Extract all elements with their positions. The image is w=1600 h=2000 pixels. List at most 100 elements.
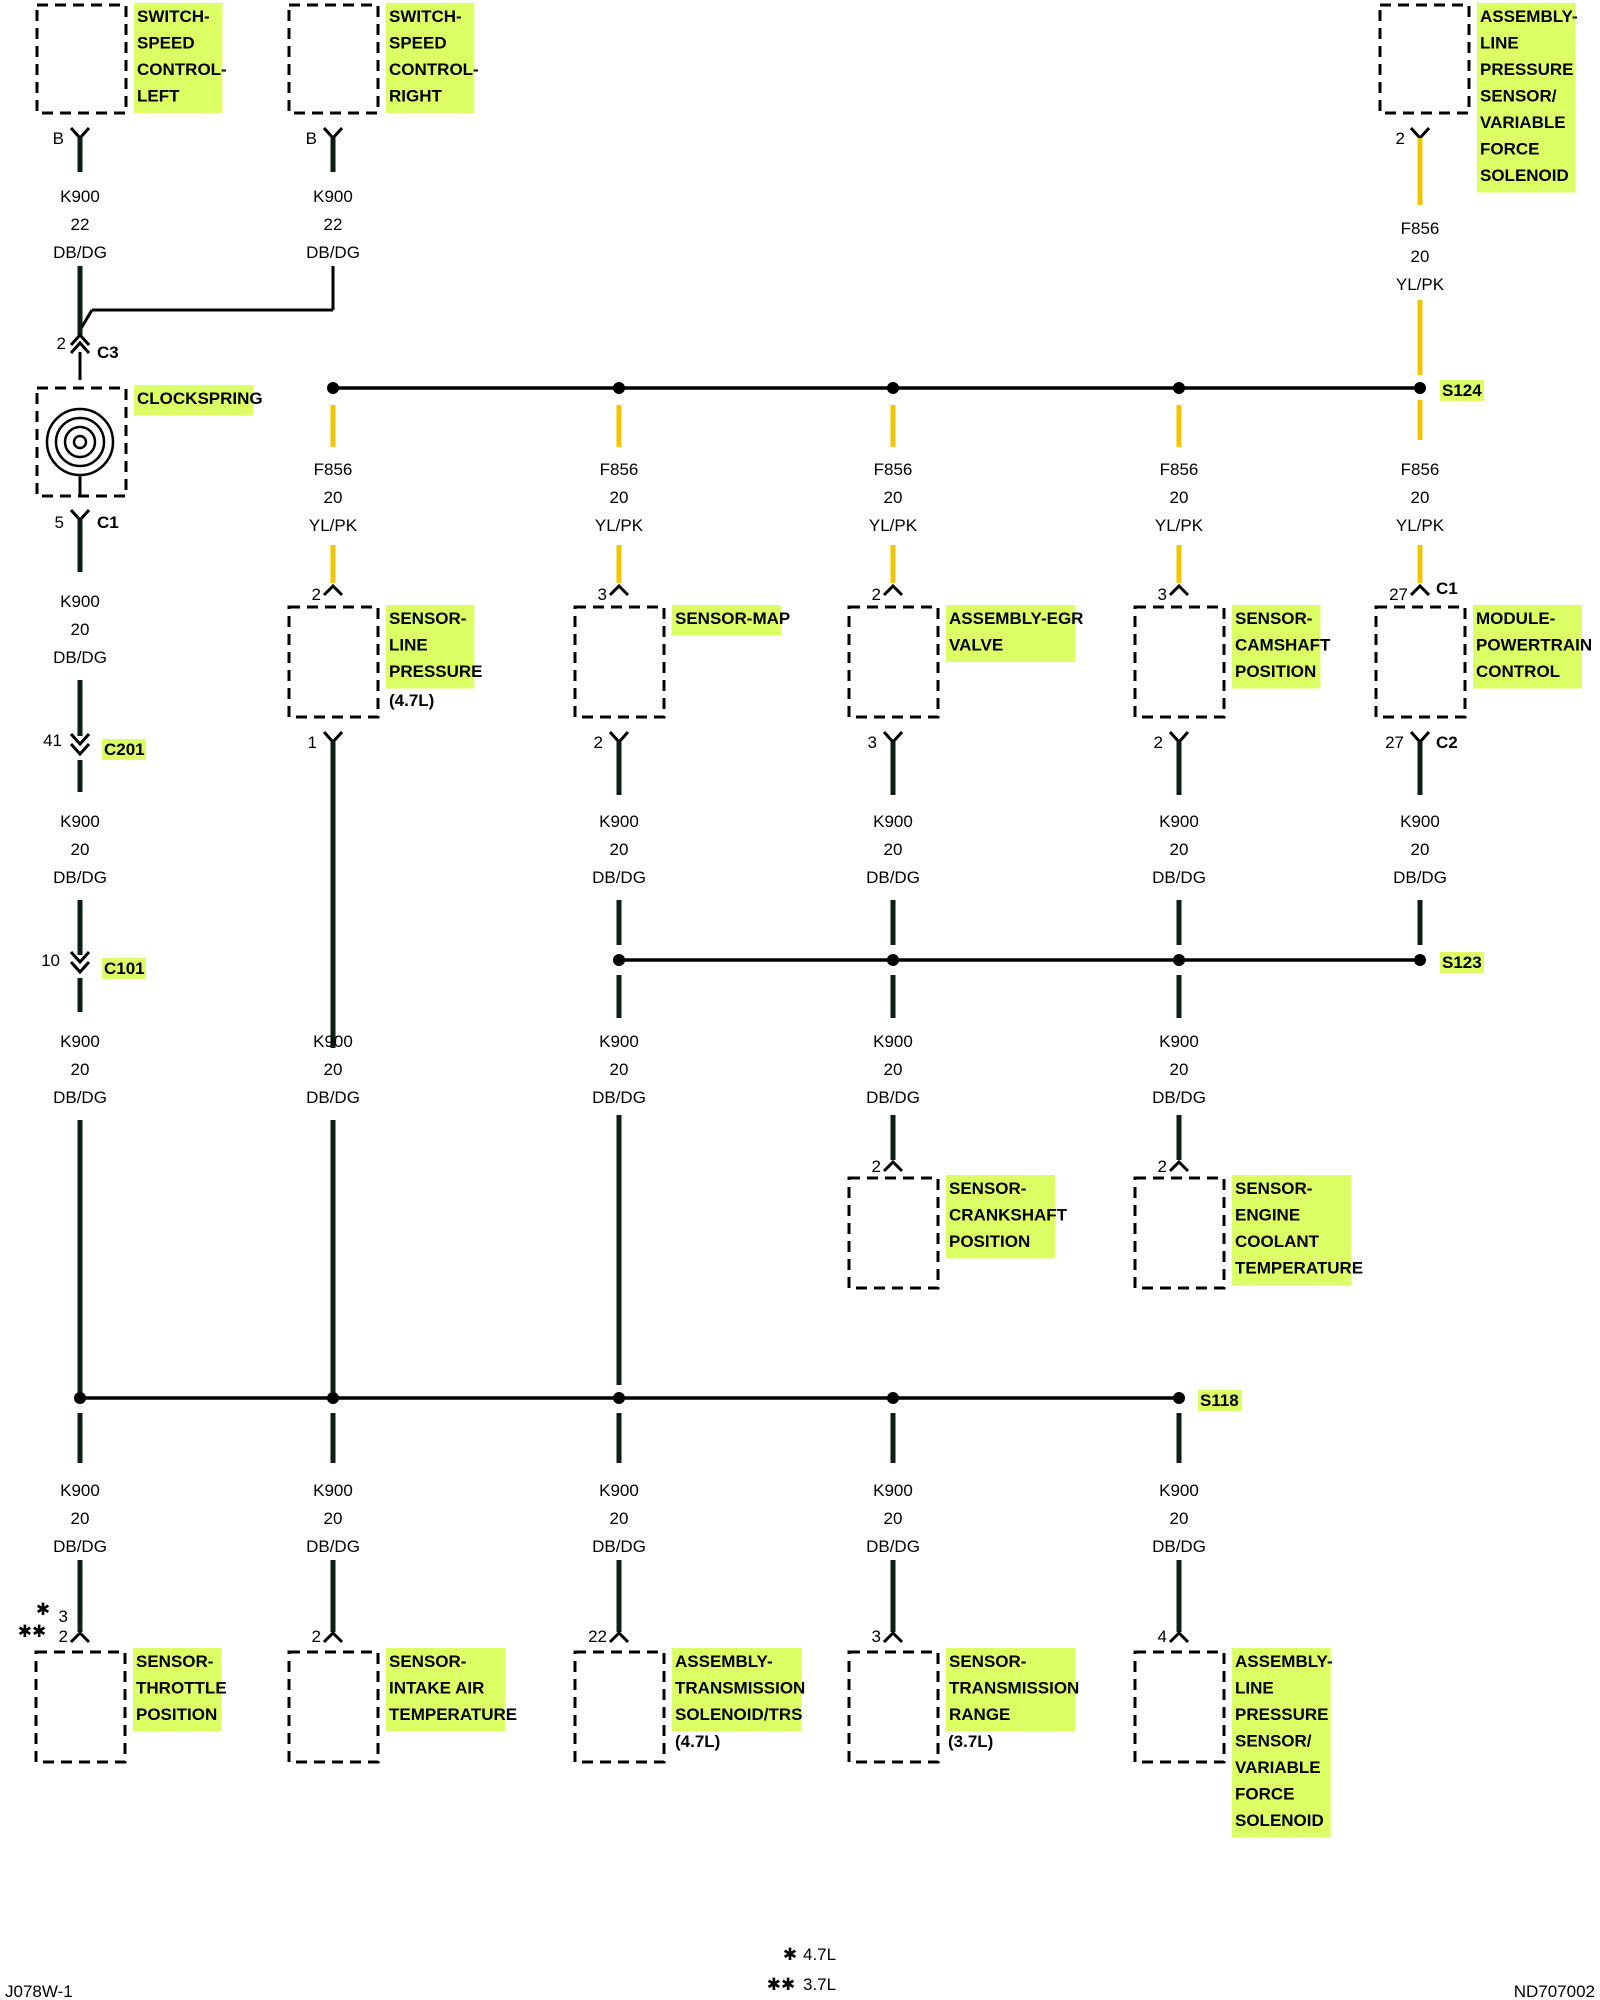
pin-sensor-throttle-position-number: 2: [59, 1627, 68, 1646]
switch-speed-control-left-highlight: [134, 3, 223, 113]
splice-s118-dot: [74, 1392, 86, 1404]
sensor-map-label: SENSOR-MAP: [675, 609, 790, 628]
assembly-lps-bottom-label: ASSEMBLY-: [1235, 1652, 1333, 1671]
pin-switch-left: [69, 126, 91, 141]
assembly-lps-top-label: ASSEMBLY-: [1480, 7, 1578, 26]
wire-label-k900-20-bottom-text: 20: [71, 1509, 90, 1528]
splice-s123-label: S123: [1442, 953, 1482, 972]
wire-label-k900-20-row3-text: 20: [1170, 1060, 1189, 1079]
pin-sensor-throttle-position: [69, 1630, 91, 1644]
splice-s123-dot: [613, 954, 625, 966]
transmission-range-note: (3.7L): [948, 1732, 993, 1751]
pin-assembly-egr-valve-top-number: 2: [872, 585, 881, 604]
footer-code-right: ND707002: [1514, 1982, 1595, 2000]
pin-module-powertrain-control-top-number: 27: [1389, 585, 1408, 604]
splice-s123-dot: [1414, 954, 1426, 966]
wire-label-k900-20-row2-text: DB/DG: [592, 868, 646, 887]
sensor-engine-coolant-temperature-box: [1133, 1176, 1226, 1290]
sensor-throttle-position-label: POSITION: [136, 1705, 217, 1724]
module-powertrain-control-label: MODULE-: [1476, 609, 1555, 628]
sensor-line-pressure-label: SENSOR-: [389, 609, 466, 628]
switch-speed-control-right-box: [287, 3, 380, 115]
switch-speed-control-right-highlight: [386, 3, 475, 113]
splice-s124-dot: [1173, 382, 1185, 394]
switch-speed-control-left-label: LEFT: [137, 87, 180, 106]
wire-label-k900-20-bottom-text: 20: [324, 1509, 343, 1528]
wire-label-k900-20-bottom-text: DB/DG: [53, 1537, 107, 1556]
sensor-crankshaft-position-label: SENSOR-: [949, 1179, 1026, 1198]
wire-label-f856-branch-text: 20: [610, 488, 629, 507]
wire-label-k900-22-right-text: 22: [324, 215, 343, 234]
pin-switch-right-number: B: [306, 129, 317, 148]
assembly-lps-top-label: SENSOR/: [1480, 87, 1557, 106]
pin-sensor-line-pressure-bottom-number: 1: [308, 733, 317, 752]
splice-s118-dot: [887, 1392, 899, 1404]
connector-c1-clockspring-label: C1: [97, 513, 119, 532]
assembly-lps-top-label: LINE: [1480, 34, 1519, 53]
tps-pin-37l-marker: ✱✱: [18, 1622, 47, 1641]
wire-label-k900-20-row3-text: K900: [599, 1032, 639, 1051]
pin-sensor-camshaft-position-top: [1168, 583, 1190, 597]
sensor-intake-air-temperature-label: TEMPERATURE: [389, 1705, 517, 1724]
wire-label-k900-20-bottom-text: DB/DG: [306, 1537, 360, 1556]
connector-c201-label: C201: [104, 740, 145, 759]
wire-label-k900-20-row2-text: DB/DG: [1393, 868, 1447, 887]
sensor-map-box: [573, 605, 666, 719]
sensor-line-pressure-note: (4.7L): [389, 691, 434, 710]
wire-label-f856-branch-text: F856: [1160, 460, 1199, 479]
pin-sensor-intake-air-temperature: [322, 1630, 344, 1644]
pin-module-powertrain-control-top: [1409, 583, 1431, 597]
pin-lps-top: [1409, 126, 1431, 141]
assembly-lps-bottom-highlight: [1232, 1648, 1331, 1838]
splice-s124-dot: [887, 382, 899, 394]
wire-label-f856-top-text: 20: [1411, 247, 1430, 266]
connector-c101-label: C101: [104, 959, 145, 978]
tps-pin-47l-marker: ✱: [36, 1600, 50, 1619]
sensor-crankshaft-position-label: POSITION: [949, 1232, 1030, 1251]
switch-speed-control-left-label: SPEED: [137, 34, 195, 53]
sensor-engine-coolant-temperature-label: ENGINE: [1235, 1206, 1300, 1225]
wire-label-k900-20-col1-a-text: 20: [71, 620, 90, 639]
wire-label-k900-20-col1-b-text: DB/DG: [53, 868, 107, 887]
wire-label-k900-20-col1-c-text: DB/DG: [53, 1088, 107, 1107]
sensor-map-highlight: [672, 605, 781, 636]
wire-label-k900-20-row3-text: K900: [873, 1032, 913, 1051]
switch-speed-control-left-label: CONTROL-: [137, 60, 227, 79]
wire-label-k900-22-right-text: DB/DG: [306, 243, 360, 262]
wire-label-k900-20-row2-text: K900: [873, 812, 913, 831]
splice-s124-dot: [613, 382, 625, 394]
wire-label-k900-20-col1-a-text: K900: [60, 592, 100, 611]
sensor-line-pressure-box: [287, 605, 380, 719]
pin-sensor-camshaft-position-bottom-number: 2: [1154, 733, 1163, 752]
splice-s123-dot: [887, 954, 899, 966]
wire-label-f856-branch-text: YL/PK: [309, 516, 358, 535]
wire-label-k900-20-bottom-text: 20: [1170, 1509, 1189, 1528]
transmission-solenoid-note: (4.7L): [675, 1732, 720, 1751]
sensor-throttle-position-box: [34, 1650, 127, 1764]
sensor-camshaft-position-highlight: [1232, 605, 1321, 689]
pin-lps-top-number: 2: [1396, 129, 1405, 148]
pin-c1-clockspring-number: 5: [55, 513, 64, 532]
pin-sensor-line-pressure-bottom: [322, 730, 344, 745]
splice-s118-label: S118: [1200, 1391, 1239, 1410]
assembly-lps-bottom-label: VARIABLE: [1235, 1758, 1321, 1777]
clockspring-coil: [63, 425, 97, 459]
wire-label-f856-branch-text: F856: [314, 460, 353, 479]
wire-label-f856-branch-text: YL/PK: [869, 516, 918, 535]
splice-s118-label-highlight: [1198, 1390, 1242, 1411]
legend-3-7l: 3.7L: [803, 1975, 836, 1994]
wire-label-k900-20-row3-text: 20: [884, 1060, 903, 1079]
pin-sensor-map-top: [608, 583, 630, 597]
pin-crankshaft-number: 2: [872, 1157, 881, 1176]
sensor-engine-coolant-temperature-label: SENSOR-: [1235, 1179, 1312, 1198]
connector-c3-chevron: [69, 332, 91, 355]
pin-sensor-transmission-range-number: 3: [872, 1627, 881, 1646]
wire-label-f856-branch-text: F856: [874, 460, 913, 479]
wire-label-k900-20-row3-text: DB/DG: [592, 1088, 646, 1107]
wire-label-k900-20-row3-text: K900: [1159, 1032, 1199, 1051]
assembly-transmission-solenoid-label: ASSEMBLY-: [675, 1652, 773, 1671]
pin-sensor-map-top-number: 3: [598, 585, 607, 604]
wire-label-f856-branch-text: 20: [884, 488, 903, 507]
pin-module-powertrain-control-bottom-number: 27: [1385, 733, 1404, 752]
sensor-transmission-range-box: [847, 1650, 940, 1764]
